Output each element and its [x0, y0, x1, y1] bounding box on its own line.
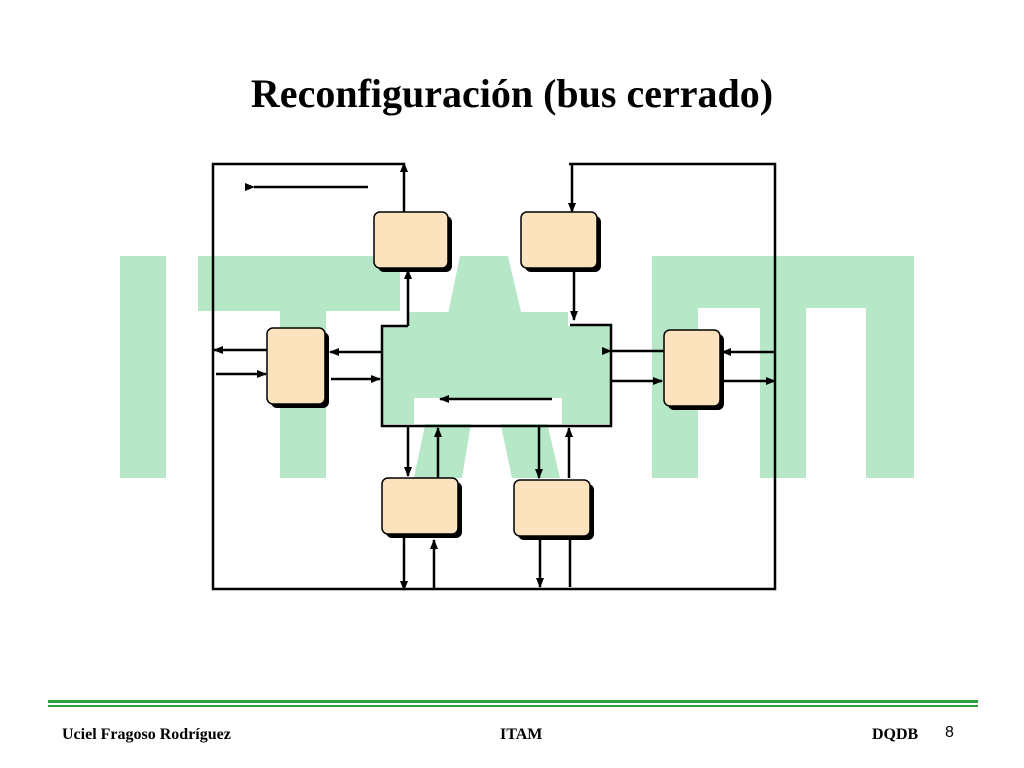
outer-bus-loop: [211, 162, 777, 591]
slide-title: Reconfiguración (bus cerrado): [250, 71, 774, 116]
footer-author: Uciel Fragoso Rodríguez: [62, 726, 231, 743]
station-node-left: [266, 327, 329, 408]
watermark-letter-i: [120, 256, 166, 478]
footer-institution: ITAM: [500, 726, 543, 743]
node-connections: [213, 162, 776, 591]
station-node-bottom-left: [381, 477, 462, 538]
station-node-top-left: [373, 211, 452, 272]
inner-bus-loop: [380, 323, 613, 428]
station-node-top-right: [520, 211, 601, 272]
station-node-right: [663, 329, 724, 410]
footer-rule-bottom: [48, 705, 978, 707]
station-node-bottom-right: [513, 479, 594, 540]
footer-rule-top: [48, 700, 978, 703]
footer-topic: DQDB: [872, 726, 919, 743]
page-number: 8: [945, 724, 954, 741]
watermark-letter-m-right: [866, 256, 914, 478]
watermark-letter-m-mid: [760, 256, 806, 478]
inner-bus-area: [382, 312, 610, 424]
